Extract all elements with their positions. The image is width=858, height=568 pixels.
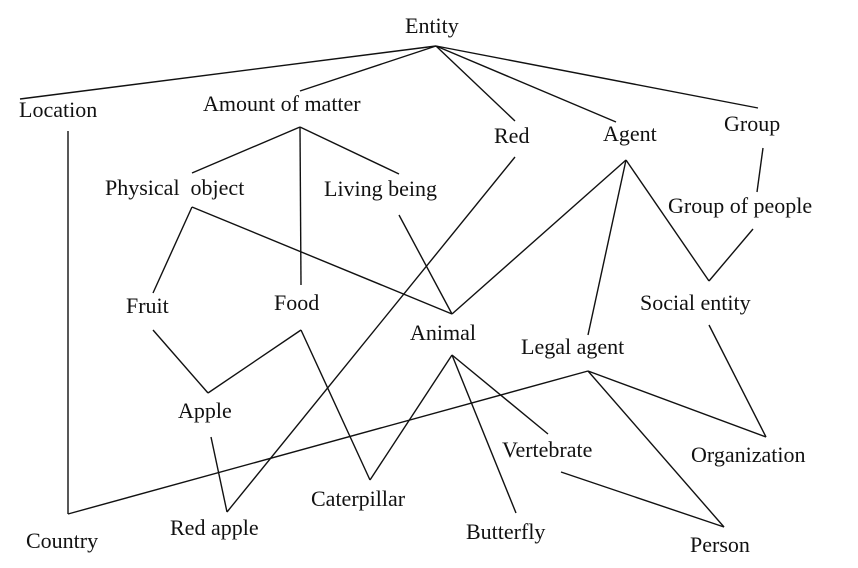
node-social-entity: Social entity (640, 290, 751, 315)
edge-red-red-apple (226, 156, 516, 513)
edge-amount-of-matter-physical-object (191, 126, 301, 174)
node-food: Food (274, 290, 319, 315)
edge-apple-red-apple (210, 436, 228, 513)
edge-physical-object-animal (191, 206, 453, 315)
node-physical-object: Physical object (105, 175, 244, 200)
node-vertebrate: Vertebrate (502, 437, 592, 462)
edge-vertebrate-person (560, 471, 725, 528)
edge-group-group-of-people (756, 147, 764, 193)
edge-entity-amount-of-matter (299, 45, 437, 92)
node-organization: Organization (691, 442, 805, 467)
edge-agent-social-entity (625, 159, 710, 282)
node-agent: Agent (603, 121, 657, 146)
node-person: Person (690, 532, 750, 557)
node-amount-of-matter: Amount of matter (203, 91, 361, 116)
node-location: Location (19, 97, 97, 122)
edge-amount-of-matter-food (299, 126, 302, 286)
edge-agent-animal (451, 159, 627, 315)
node-red-apple: Red apple (170, 515, 259, 540)
edge-food-caterpillar (300, 329, 371, 481)
node-butterfly: Butterfly (466, 519, 545, 544)
edge-group-of-people-social-entity (708, 228, 754, 282)
edge-layer (19, 45, 767, 528)
node-apple: Apple (178, 398, 232, 423)
edge-agent-legal-agent (587, 159, 627, 336)
node-living-being: Living being (324, 176, 437, 201)
edge-legal-agent-organization (587, 370, 767, 438)
node-caterpillar: Caterpillar (311, 486, 406, 511)
edge-fruit-apple (152, 329, 209, 394)
edge-living-being-animal (398, 214, 453, 315)
node-group: Group (724, 111, 780, 136)
node-country: Country (26, 528, 98, 553)
node-legal-agent: Legal agent (521, 334, 624, 359)
edge-animal-butterfly (451, 354, 517, 514)
edge-entity-red (435, 45, 516, 122)
edge-animal-caterpillar (369, 354, 453, 481)
edge-food-apple (207, 329, 302, 394)
edge-entity-group (435, 45, 759, 109)
node-layer: Entity Location Amount of matter Red Age… (19, 13, 812, 557)
edge-amount-of-matter-living-being (299, 126, 400, 175)
node-animal: Animal (410, 320, 476, 345)
node-entity: Entity (405, 13, 459, 38)
edge-legal-agent-country (67, 370, 589, 515)
node-group-of-people: Group of people (668, 193, 812, 218)
edge-social-entity-organization (708, 324, 767, 438)
edge-legal-agent-person (587, 370, 725, 528)
edge-entity-agent (435, 45, 617, 123)
edge-entity-location (19, 45, 437, 100)
node-fruit: Fruit (126, 293, 169, 318)
edge-physical-object-fruit (152, 206, 193, 294)
node-red: Red (494, 123, 529, 148)
